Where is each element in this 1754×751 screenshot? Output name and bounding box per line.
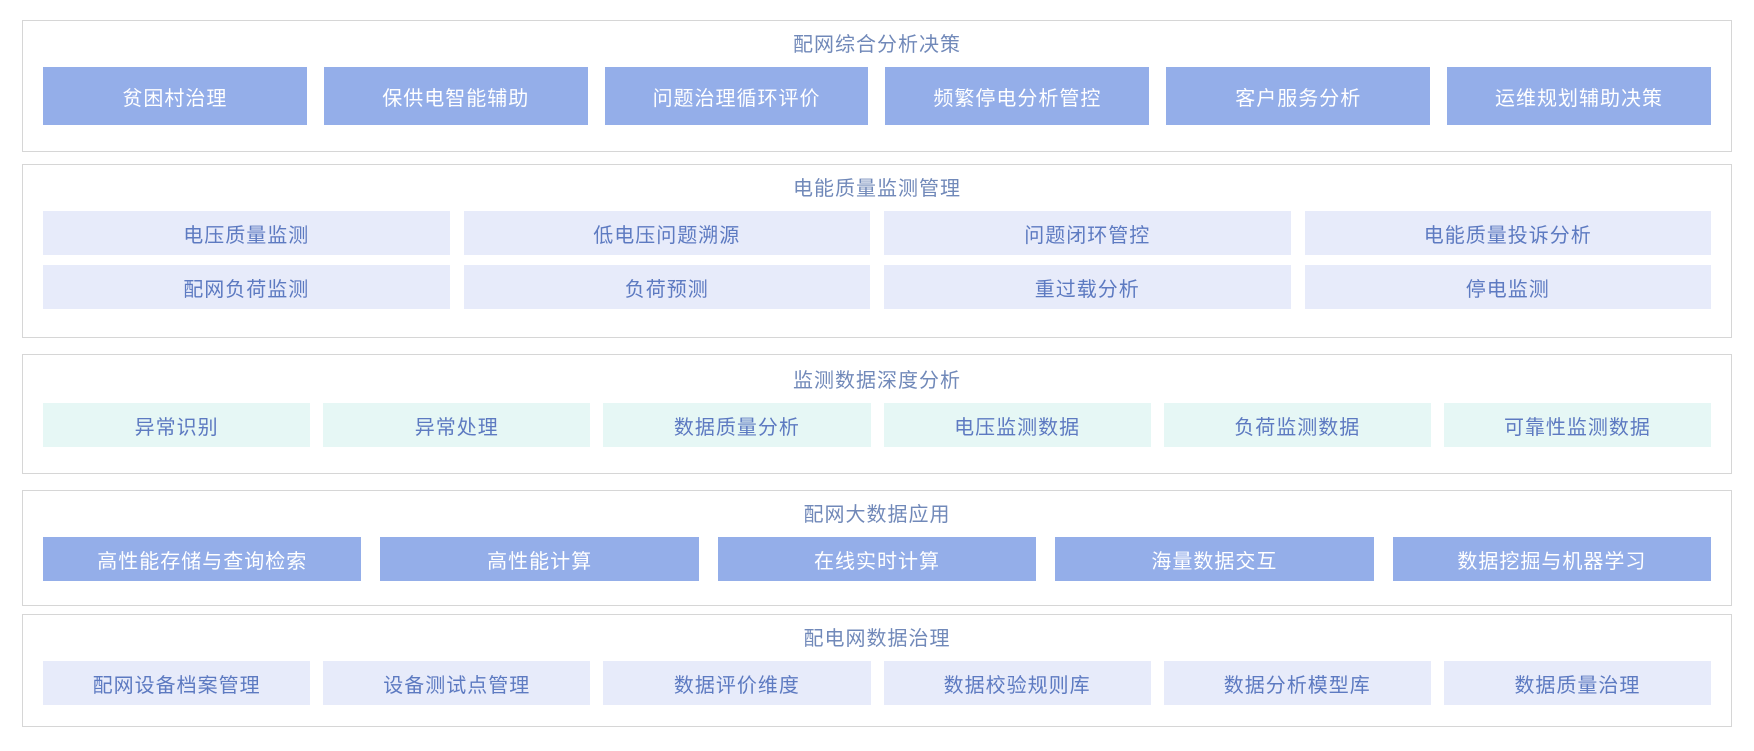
- section-title-power-quality-monitoring: 电能质量监测管理: [793, 178, 961, 200]
- module-button[interactable]: 配网负荷监测: [43, 265, 450, 309]
- button-row-monitoring-data-deep-analysis-1: 异常识别异常处理数据质量分析电压监测数据负荷监测数据可靠性监测数据: [43, 403, 1712, 447]
- module-button[interactable]: 频繁停电分析管控: [885, 67, 1150, 125]
- button-row-power-quality-monitoring-2: 配网负荷监测负荷预测重过载分析停电监测: [43, 265, 1711, 309]
- section-panel-power-quality-monitoring: 电能质量监测管理电压质量监测低电压问题溯源问题闭环管控电能质量投诉分析配网负荷监…: [22, 164, 1732, 338]
- module-button[interactable]: 数据质量治理: [1443, 661, 1712, 705]
- module-button[interactable]: 高性能计算: [380, 537, 699, 581]
- module-button[interactable]: 配网设备档案管理: [43, 661, 311, 705]
- module-button[interactable]: 数据评价维度: [603, 661, 871, 705]
- module-button[interactable]: 高性能存储与查询检索: [43, 537, 362, 581]
- module-button[interactable]: 停电监测: [1304, 265, 1711, 309]
- platform-module-panels: 配网综合分析决策贫困村治理保供电智能辅助问题治理循环评价频繁停电分析管控客户服务…: [22, 20, 1732, 727]
- module-button[interactable]: 数据分析模型库: [1163, 661, 1431, 705]
- module-button[interactable]: 负荷监测数据: [1163, 403, 1431, 447]
- module-button[interactable]: 在线实时计算: [717, 537, 1037, 581]
- module-button[interactable]: 负荷预测: [463, 265, 870, 309]
- section-title-monitoring-data-deep-analysis: 监测数据深度分析: [793, 370, 961, 392]
- module-button[interactable]: 异常识别: [43, 403, 311, 447]
- section-panel-distribution-network-data-governance: 配电网数据治理配网设备档案管理设备测试点管理数据评价维度数据校验规则库数据分析模…: [22, 614, 1732, 727]
- module-button[interactable]: 海量数据交互: [1055, 537, 1374, 581]
- section-title-distribution-big-data-application: 配网大数据应用: [803, 504, 951, 526]
- section-title-distribution-analysis-decision: 配网综合分析决策: [793, 34, 961, 56]
- module-button[interactable]: 异常处理: [323, 403, 591, 447]
- button-row-distribution-big-data-application-1: 高性能存储与查询检索高性能计算在线实时计算海量数据交互数据挖掘与机器学习: [43, 537, 1712, 581]
- module-button[interactable]: 数据挖掘与机器学习: [1392, 537, 1712, 581]
- module-button[interactable]: 重过载分析: [884, 265, 1291, 309]
- module-button[interactable]: 问题治理循环评价: [604, 67, 869, 125]
- module-button[interactable]: 问题闭环管控: [884, 211, 1291, 255]
- module-button[interactable]: 保供电智能辅助: [323, 67, 588, 125]
- module-button[interactable]: 贫困村治理: [43, 67, 307, 125]
- button-row-distribution-analysis-decision-1: 贫困村治理保供电智能辅助问题治理循环评价频繁停电分析管控客户服务分析运维规划辅助…: [43, 67, 1711, 125]
- button-row-power-quality-monitoring-1: 电压质量监测低电压问题溯源问题闭环管控电能质量投诉分析: [43, 211, 1711, 255]
- module-button[interactable]: 电能质量投诉分析: [1304, 211, 1711, 255]
- module-button[interactable]: 客户服务分析: [1166, 67, 1431, 125]
- module-button[interactable]: 数据校验规则库: [883, 661, 1151, 705]
- module-button[interactable]: 电压质量监测: [43, 211, 450, 255]
- module-button[interactable]: 数据质量分析: [603, 403, 871, 447]
- section-panel-distribution-analysis-decision: 配网综合分析决策贫困村治理保供电智能辅助问题治理循环评价频繁停电分析管控客户服务…: [22, 20, 1732, 152]
- module-button[interactable]: 运维规划辅助决策: [1447, 67, 1711, 125]
- module-button[interactable]: 电压监测数据: [883, 403, 1151, 447]
- button-row-distribution-network-data-governance-1: 配网设备档案管理设备测试点管理数据评价维度数据校验规则库数据分析模型库数据质量治…: [43, 661, 1712, 705]
- module-button[interactable]: 设备测试点管理: [323, 661, 591, 705]
- section-panel-distribution-big-data-application: 配网大数据应用高性能存储与查询检索高性能计算在线实时计算海量数据交互数据挖掘与机…: [22, 490, 1732, 606]
- section-title-distribution-network-data-governance: 配电网数据治理: [803, 628, 951, 650]
- section-panel-monitoring-data-deep-analysis: 监测数据深度分析异常识别异常处理数据质量分析电压监测数据负荷监测数据可靠性监测数…: [22, 354, 1732, 474]
- module-button[interactable]: 可靠性监测数据: [1443, 403, 1712, 447]
- module-button[interactable]: 低电压问题溯源: [463, 211, 870, 255]
